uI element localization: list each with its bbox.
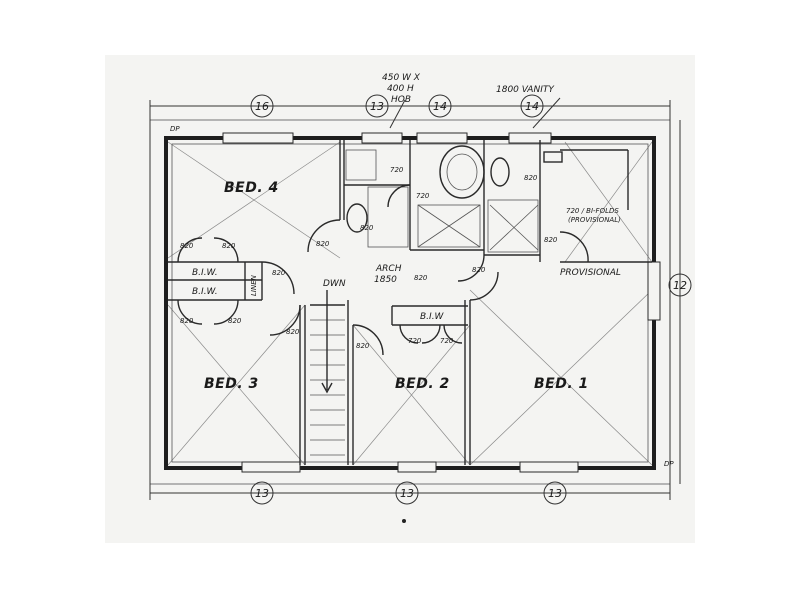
hob-label-line1: 450 W X bbox=[382, 73, 421, 83]
door-size-label: 820 bbox=[228, 317, 242, 325]
door-size-label: 820 bbox=[414, 274, 428, 282]
bathroom-fixtures bbox=[345, 145, 563, 253]
windows bbox=[222, 132, 661, 473]
dimension-top-3: 14 bbox=[433, 100, 447, 113]
provisional-label: PROVISIONAL bbox=[560, 268, 621, 278]
dimension-bottom-2: 13 bbox=[400, 487, 414, 500]
door-size-label: 720 bbox=[416, 192, 430, 200]
hob-label-line3: HOB bbox=[391, 95, 411, 105]
dimension-lines bbox=[149, 94, 692, 505]
downpipe-label-top-left: DP bbox=[170, 125, 180, 133]
door-size-label: 820 bbox=[286, 328, 300, 336]
door-size-label: 820 bbox=[356, 342, 370, 350]
interior-walls bbox=[168, 140, 652, 465]
dimension-top-2: 13 bbox=[370, 100, 384, 113]
dimension-top-1: 16 bbox=[255, 100, 269, 113]
linen-label: LINEN bbox=[250, 274, 258, 296]
arch-label: ARCH bbox=[375, 264, 402, 274]
door-swings bbox=[177, 184, 589, 356]
door-size-label: 820 bbox=[524, 174, 538, 182]
door-size-label: 820 bbox=[360, 224, 374, 232]
room-label-bed2: BED. 2 bbox=[395, 376, 450, 392]
room-label-bed4: BED. 4 bbox=[224, 180, 279, 196]
arch-size-label: 1850 bbox=[374, 275, 397, 285]
biw-label-lower: B.I.W. bbox=[192, 287, 218, 297]
bifolds-label-line2: (PROVISIONAL) bbox=[568, 216, 621, 224]
door-size-label: 820 bbox=[316, 240, 330, 248]
dimension-bottom-1: 13 bbox=[255, 487, 269, 500]
construction-lines bbox=[167, 141, 653, 466]
dimension-bottom-3: 13 bbox=[548, 487, 562, 500]
staircase bbox=[310, 290, 345, 456]
door-size-label: 820 bbox=[544, 236, 558, 244]
room-label-bed1: BED. 1 bbox=[534, 376, 589, 392]
door-size-label: 820 bbox=[180, 242, 194, 250]
vanity-label: 1800 VANITY bbox=[496, 85, 555, 95]
bifolds-label-line1: 720 / BI-FOLDS bbox=[566, 207, 619, 215]
biw-label-bed2: B.I.W bbox=[420, 312, 445, 322]
door-size-label: 720 bbox=[408, 337, 422, 345]
door-size-label: 720 bbox=[390, 166, 404, 174]
hob-label-line2: 400 H bbox=[387, 84, 414, 94]
dimension-right: 12 bbox=[673, 279, 687, 292]
door-size-label: 820 bbox=[272, 269, 286, 277]
biw-label-upper: B.I.W. bbox=[192, 268, 218, 278]
dimension-top-4: 14 bbox=[525, 100, 539, 113]
door-size-label: 720 bbox=[440, 337, 454, 345]
door-size-label: 820 bbox=[180, 317, 194, 325]
door-size-label: 820 bbox=[222, 242, 236, 250]
downpipe-label-bottom-right: DP bbox=[664, 460, 674, 468]
stair-down-label: DWN bbox=[323, 279, 346, 289]
room-label-bed3: BED. 3 bbox=[204, 376, 259, 392]
sheet-mark bbox=[402, 519, 406, 523]
door-size-label: 820 bbox=[472, 266, 486, 274]
